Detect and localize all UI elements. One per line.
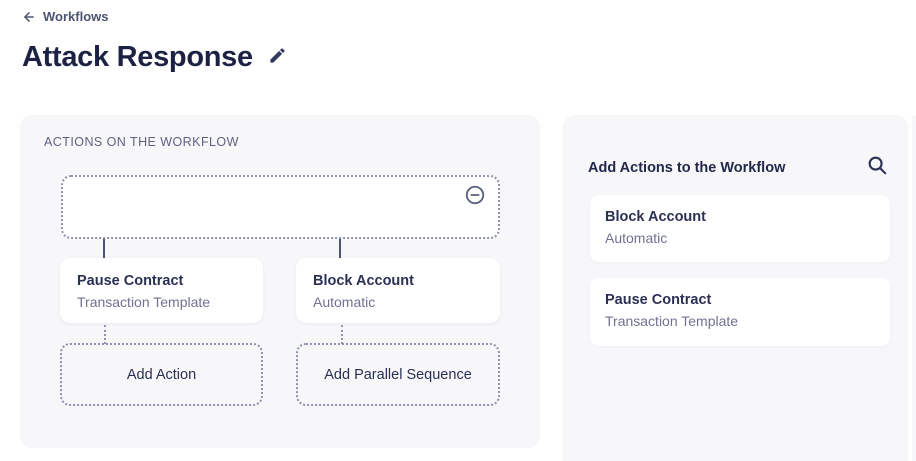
remove-node-button[interactable] [464, 184, 486, 211]
add-action-button[interactable]: Add Action [60, 343, 263, 406]
node-subtitle: Automatic [313, 294, 376, 311]
next-panel-edge [912, 115, 916, 461]
add-parallel-sequence-label: Add Parallel Sequence [324, 366, 472, 383]
node-title: Block Account [313, 273, 414, 289]
edit-title-button[interactable] [268, 46, 287, 70]
connector-line [103, 239, 105, 258]
back-link-label: Workflows [43, 9, 109, 24]
back-arrow-icon [22, 10, 36, 24]
library-item-pause-contract[interactable]: Pause Contract Transaction Template [590, 278, 890, 346]
add-parallel-sequence-button[interactable]: Add Parallel Sequence [296, 343, 500, 406]
pencil-icon [268, 46, 287, 70]
canvas-section-label: ACTIONS ON THE WORKFLOW [44, 135, 239, 149]
workflow-node-block-account[interactable]: Block Account Automatic [296, 258, 500, 323]
workflow-canvas-panel: ACTIONS ON THE WORKFLOW Pause Contract T… [20, 115, 540, 448]
dotted-connector-line [341, 325, 343, 344]
node-subtitle: Transaction Template [77, 294, 211, 311]
dotted-connector-line [104, 325, 106, 344]
library-item-subtitle: Automatic [605, 230, 668, 247]
minus-circle-icon [464, 184, 486, 211]
search-icon [866, 154, 888, 181]
page-title: Attack Response [22, 41, 253, 73]
action-library-panel: Add Actions to the Workflow Block Accoun… [563, 115, 908, 461]
back-to-workflows-link[interactable]: Workflows [22, 9, 109, 24]
workflow-node-pause-contract[interactable]: Pause Contract Transaction Template [60, 258, 263, 323]
library-heading: Add Actions to the Workflow [588, 160, 786, 176]
workflow-root-node[interactable] [61, 175, 500, 239]
node-title: Pause Contract [77, 273, 184, 289]
title-row: Attack Response [22, 41, 287, 74]
library-item-block-account[interactable]: Block Account Automatic [590, 195, 890, 262]
search-actions-button[interactable] [865, 155, 889, 179]
connector-line [339, 239, 341, 258]
library-item-title: Block Account [605, 209, 706, 225]
library-item-subtitle: Transaction Template [605, 313, 739, 330]
library-item-title: Pause Contract [605, 292, 712, 308]
add-action-label: Add Action [126, 366, 197, 383]
